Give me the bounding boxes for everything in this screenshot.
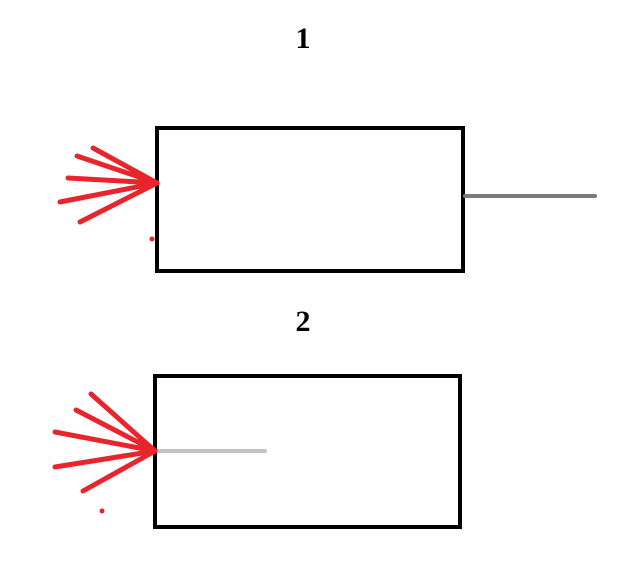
- panel-2-ray: [73, 407, 158, 454]
- panel-1-ray: [74, 153, 160, 186]
- panel-2-dot: [99, 508, 105, 514]
- panel-1-ray: [65, 175, 160, 186]
- panel-2: [52, 374, 462, 529]
- panel-2-ray: [80, 448, 158, 494]
- panel-1: [57, 126, 597, 273]
- panel-1-dot: [149, 236, 155, 242]
- panel-1-ray: [77, 180, 160, 225]
- panel-1-ray: [57, 180, 160, 205]
- panel-1-rays: [57, 145, 160, 225]
- panel-2-label: 2: [295, 305, 311, 338]
- panel-1-label: 1: [295, 22, 311, 55]
- panel-2-rays: [52, 391, 158, 494]
- panel-2-ray: [52, 429, 158, 454]
- panel-2-ray: [88, 391, 158, 454]
- panel-2-ray: [52, 448, 158, 470]
- panel-1-box: [155, 126, 465, 273]
